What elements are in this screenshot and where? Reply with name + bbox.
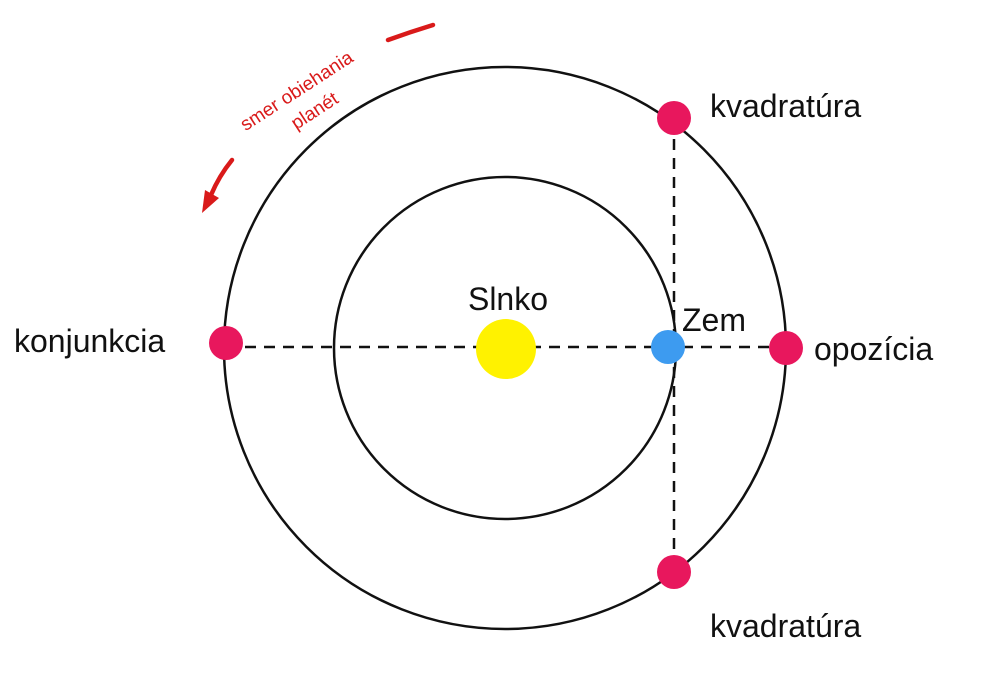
sun-label: Slnko xyxy=(468,281,548,317)
quadrature-bottom-label: kvadratúra xyxy=(710,608,861,644)
planet-icon xyxy=(769,331,803,365)
earth-label: Zem xyxy=(682,302,746,338)
sun-icon xyxy=(476,319,536,379)
curved-arrow-icon xyxy=(385,22,436,43)
planet-icon xyxy=(657,555,691,589)
quadrature-top-label: kvadratúra xyxy=(710,88,861,124)
curved-arrow-icon xyxy=(208,157,235,198)
earth-icon xyxy=(651,330,685,364)
planet-icon xyxy=(657,101,691,135)
arrowhead-icon xyxy=(202,190,219,213)
conjunction-label: konjunkcia xyxy=(14,323,165,359)
opposition-label: opozícia xyxy=(814,331,933,367)
planet-icon xyxy=(209,326,243,360)
